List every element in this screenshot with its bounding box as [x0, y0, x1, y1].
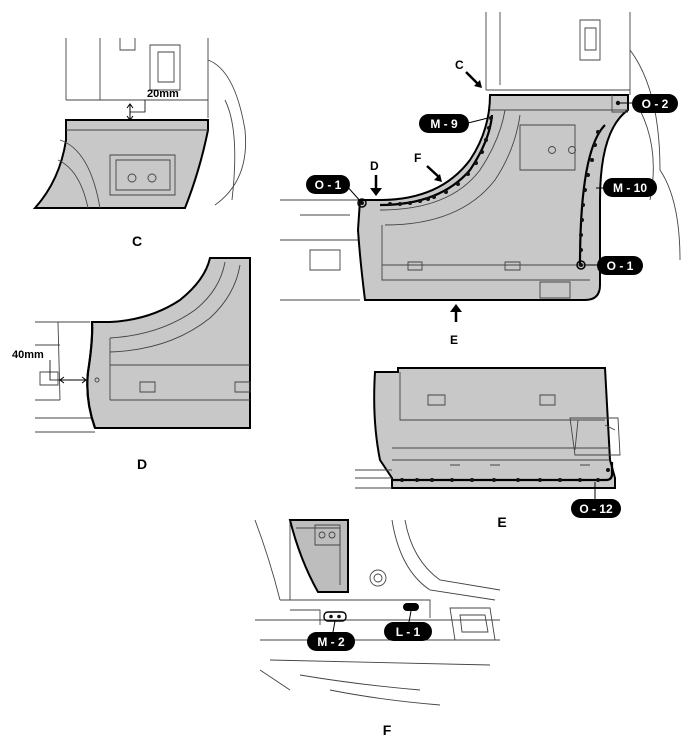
svg-text:D: D	[370, 159, 379, 173]
svg-text:E: E	[450, 333, 458, 347]
arrow-e: E	[450, 304, 462, 347]
callout-o12: O - 12	[571, 482, 621, 518]
view-c-measure: 20mm	[147, 88, 179, 100]
view-f-label: F	[383, 722, 392, 738]
arrow-f: F	[414, 151, 442, 182]
view-c: 20mm C	[32, 38, 247, 249]
view-d-measure: 40mm	[12, 349, 44, 361]
weld-points-m10	[579, 130, 600, 252]
callout-o2: O - 2	[620, 94, 678, 113]
view-d: 40mm D	[12, 257, 251, 472]
callout-o1-right: O - 1	[585, 256, 643, 275]
weld-points-m9	[388, 116, 493, 206]
callout-m10: M - 10	[596, 178, 657, 197]
callout-m2: M - 2	[307, 620, 355, 651]
view-e-label: E	[497, 514, 506, 530]
callout-l1: L - 1	[384, 610, 432, 641]
callout-o1-left: O - 1	[306, 175, 363, 204]
svg-text:O - 1: O - 1	[315, 178, 342, 192]
svg-text:O - 2: O - 2	[642, 97, 669, 111]
view-d-label: D	[137, 456, 147, 472]
svg-text:F: F	[414, 151, 421, 165]
svg-text:O - 1: O - 1	[607, 259, 634, 273]
arrow-d: D	[370, 159, 382, 196]
view-f: M - 2 L - 1 F	[254, 519, 501, 738]
view-main: C D F E O - 1 M - 9	[280, 12, 681, 347]
arrow-c: C	[455, 58, 482, 88]
callout-m9: M - 9	[419, 114, 489, 133]
svg-text:C: C	[455, 58, 464, 72]
svg-text:O - 12: O - 12	[579, 502, 613, 516]
weld-points-o12	[400, 468, 610, 482]
view-e: O - 12 E	[355, 367, 621, 530]
svg-text:L - 1: L - 1	[396, 625, 421, 639]
svg-text:M - 2: M - 2	[317, 635, 345, 649]
view-c-label: C	[132, 233, 142, 249]
svg-text:M - 9: M - 9	[430, 117, 458, 131]
svg-text:M - 10: M - 10	[613, 181, 647, 195]
